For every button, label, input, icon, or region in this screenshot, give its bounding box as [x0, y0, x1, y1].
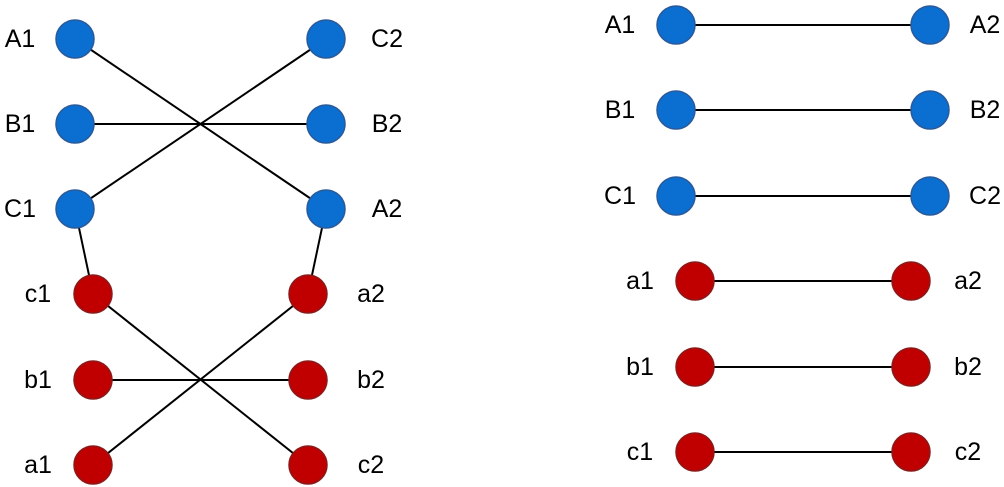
label-A2: A2 — [372, 195, 403, 223]
node-c2 — [288, 445, 328, 485]
node-c1 — [675, 432, 715, 472]
node-b1 — [675, 347, 715, 387]
label-b1: b1 — [24, 366, 52, 394]
label-b1: b1 — [626, 353, 654, 381]
edge-a1-a2 — [92, 293, 309, 466]
node-b2 — [288, 360, 328, 400]
node-c1 — [73, 274, 113, 314]
node-C2 — [910, 176, 950, 216]
label-a1: a1 — [626, 267, 654, 295]
node-A2 — [306, 189, 346, 229]
label-C1: C1 — [4, 195, 36, 223]
node-A1 — [55, 19, 95, 59]
node-A2 — [910, 5, 950, 45]
node-a2 — [891, 261, 931, 301]
node-C2 — [306, 19, 346, 59]
node-a1 — [73, 445, 113, 485]
label-b2: b2 — [357, 366, 385, 394]
label-B2: B2 — [970, 96, 1001, 124]
node-C1 — [656, 176, 696, 216]
label-a2: a2 — [357, 280, 385, 308]
node-c2 — [891, 432, 931, 472]
node-a1 — [675, 261, 715, 301]
label-B1: B1 — [5, 110, 36, 138]
node-b1 — [73, 360, 113, 400]
label-A2: A2 — [970, 11, 1001, 39]
label-C2: C2 — [371, 25, 403, 53]
node-B1 — [55, 104, 95, 144]
node-B1 — [656, 90, 696, 130]
node-a2 — [288, 274, 328, 314]
label-c2: c2 — [358, 451, 384, 479]
label-c1: c1 — [627, 438, 653, 466]
node-C1 — [55, 189, 95, 229]
edge-C1-C2 — [74, 38, 327, 210]
node-B2 — [910, 90, 950, 130]
label-C2: C2 — [969, 182, 1001, 210]
node-A1 — [656, 5, 696, 45]
label-C1: C1 — [604, 182, 636, 210]
label-a1: a1 — [24, 451, 52, 479]
edges — [676, 24, 930, 453]
label-B2: B2 — [372, 110, 403, 138]
label-c2: c2 — [955, 438, 981, 466]
label-B1: B1 — [605, 96, 636, 124]
label-a2: a2 — [954, 267, 982, 295]
label-b2: b2 — [954, 353, 982, 381]
label-c1: c1 — [25, 280, 51, 308]
node-B2 — [306, 104, 346, 144]
node-b2 — [891, 347, 931, 387]
label-A1: A1 — [5, 25, 36, 53]
label-A1: A1 — [605, 11, 636, 39]
edges — [74, 38, 327, 466]
